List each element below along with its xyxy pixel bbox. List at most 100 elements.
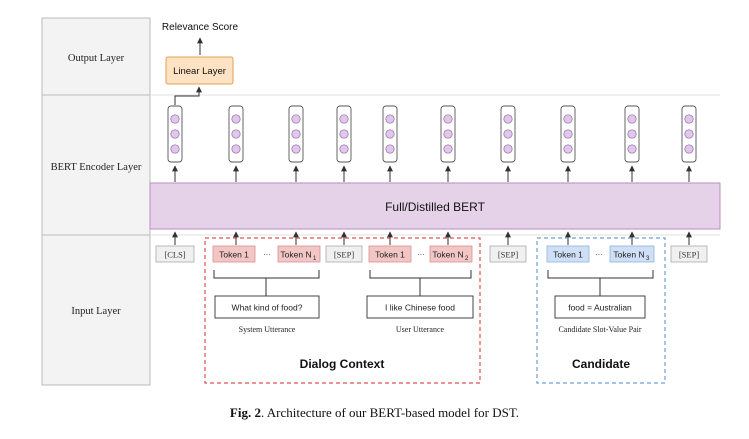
- system-token-1-label: Token 1: [219, 250, 249, 260]
- layer-labels: Output Layer BERT Encoder Layer Input La…: [41, 17, 151, 386]
- encoder-node-circle: [563, 114, 573, 124]
- sep-token-1-label: [SEP]: [334, 250, 354, 260]
- sep-token-2: [489, 245, 527, 263]
- encoder-node-circle: [563, 144, 573, 154]
- encoder-node-circle: [443, 144, 453, 154]
- system-utterance-text: What kind of food?: [232, 303, 303, 313]
- input-layer-label: Input Layer: [71, 306, 121, 317]
- output-layer-cell: [41, 17, 151, 96]
- system-token-n1-label: Token N: [280, 250, 311, 260]
- encoder-node-column: [624, 105, 640, 182]
- slot-value-label: Candidate Slot-Value Pair: [558, 325, 641, 334]
- encoder-node-circle: [231, 114, 241, 124]
- token-row: [CLS] Token 1 ··· Token N 1 [SEP] Token …: [155, 245, 708, 263]
- encoder-node-column: [228, 105, 244, 182]
- input-layer-cell: [41, 234, 151, 386]
- bert-box-label: Full/Distilled BERT: [385, 200, 485, 214]
- encoder-node-circle: [443, 114, 453, 124]
- encoder-node-circle: [443, 129, 453, 139]
- sep-token-1: [325, 245, 363, 263]
- candidate-title: Candidate: [572, 357, 630, 371]
- encoder-node-circle: [684, 129, 694, 139]
- user-token-n2-label: Token N: [432, 250, 463, 260]
- encoder-node-circle: [627, 114, 637, 124]
- encoder-node-circle: [684, 144, 694, 154]
- candidate-token-1: [546, 245, 590, 263]
- encoder-node-circle: [385, 114, 395, 124]
- encoder-node-circle: [231, 129, 241, 139]
- cls-to-linear-arrow: [174, 86, 202, 105]
- figure-caption-text: . Architecture of our BERT-based model f…: [260, 405, 520, 420]
- encoder-layer-cell: [41, 94, 151, 236]
- sep-token-2-label: [SEP]: [498, 250, 518, 260]
- encoder-node-circle: [291, 144, 301, 154]
- encoder-node-circle: [339, 129, 349, 139]
- bert-box: [149, 182, 721, 230]
- candidate-bracket: [547, 270, 654, 279]
- dialog-context-title: Dialog Context: [300, 357, 385, 371]
- system-bracket: [213, 270, 320, 279]
- candidate-ellipsis: ···: [595, 250, 603, 259]
- candidate-token-n3-label: Token N: [613, 250, 644, 260]
- encoder-node-circle: [563, 129, 573, 139]
- encoder-node-column: [500, 105, 516, 182]
- encoder-node-circle: [231, 144, 241, 154]
- encoder-node-circle: [627, 144, 637, 154]
- user-token-1: [368, 245, 412, 263]
- user-bracket: [369, 270, 472, 279]
- encoder-node-column: [336, 105, 352, 182]
- output-layer-label: Output Layer: [68, 53, 125, 64]
- brackets: [213, 270, 654, 296]
- encoder-node-circle: [503, 129, 513, 139]
- user-utterance-label: User Utterance: [396, 325, 445, 334]
- user-token-1-label: Token 1: [375, 250, 405, 260]
- relevance-score-label: Relevance Score: [162, 22, 239, 33]
- candidate-token-1-label: Token 1: [553, 250, 583, 260]
- user-utterance-text: I like Chinese food: [385, 303, 455, 313]
- system-token-1: [212, 245, 256, 263]
- encoder-node-column: [288, 105, 304, 182]
- encoder-node-circle: [627, 129, 637, 139]
- system-utterance-box: [214, 295, 320, 319]
- cls-token-label: [CLS]: [164, 250, 185, 260]
- system-token-n1-sub: 1: [313, 256, 317, 262]
- figure-caption: Fig. 2. Architecture of our BERT-based m…: [0, 405, 749, 421]
- encoder-node-circle: [385, 129, 395, 139]
- slot-value-box: [554, 295, 646, 319]
- encoder-node-column: [440, 105, 456, 182]
- encoder-node-circle: [503, 144, 513, 154]
- encoder-node-column: [167, 105, 183, 182]
- system-token-n1: [277, 245, 321, 263]
- sep-token-3: [670, 245, 708, 263]
- encoder-node-circle: [170, 144, 180, 154]
- encoder-node-circle: [385, 144, 395, 154]
- figure-number: Fig. 2: [229, 405, 261, 420]
- cls-token: [155, 245, 195, 263]
- encoder-layer-label: BERT Encoder Layer: [51, 162, 142, 173]
- encoder-node-column: [681, 105, 697, 182]
- system-utterance-label: System Utterance: [239, 325, 296, 334]
- linear-layer-box: [165, 56, 234, 85]
- architecture-diagram: Output Layer BERT Encoder Layer Input La…: [41, 17, 721, 386]
- candidate-box: [536, 237, 666, 384]
- user-token-n2-sub: 2: [465, 256, 469, 262]
- sep-token-3-label: [SEP]: [679, 250, 699, 260]
- encoder-node-column: [560, 105, 576, 182]
- encoder-node-column: [382, 105, 398, 182]
- encoder-node-circle: [170, 114, 180, 124]
- system-ellipsis: ···: [263, 250, 271, 259]
- encoder-node-circle: [503, 114, 513, 124]
- encoder-nodes: [167, 105, 697, 182]
- encoder-node-circle: [291, 129, 301, 139]
- encoder-node-circle: [684, 114, 694, 124]
- encoder-node-circle: [170, 129, 180, 139]
- user-ellipsis: ···: [417, 250, 425, 259]
- encoder-node-circle: [339, 144, 349, 154]
- slot-value-text: food = Australian: [568, 303, 632, 313]
- user-token-n2: [429, 245, 473, 263]
- user-utterance-box: [366, 295, 474, 319]
- candidate-token-n3-sub: 3: [646, 256, 650, 262]
- encoder-node-circle: [291, 114, 301, 124]
- encoder-node-circle: [339, 114, 349, 124]
- candidate-token-n3: [609, 245, 655, 263]
